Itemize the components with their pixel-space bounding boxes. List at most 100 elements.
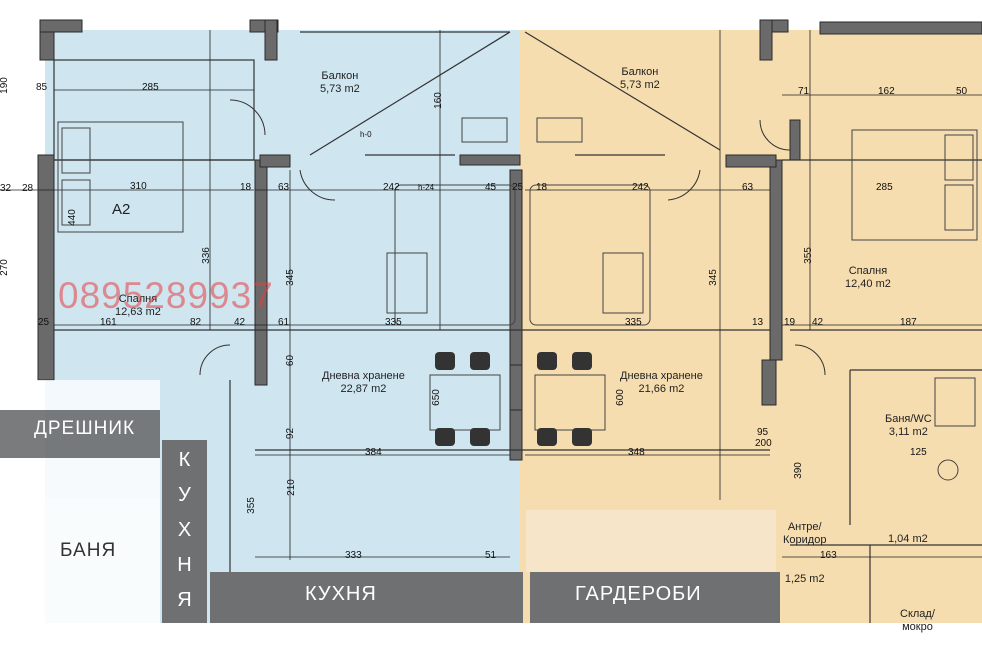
bath-right-label: Баня/WC 3,11 m2 bbox=[885, 413, 932, 439]
dim-60: 60 bbox=[285, 354, 297, 367]
dim-25: 25 bbox=[512, 182, 524, 193]
room-name: Дневна хранене bbox=[322, 370, 405, 382]
dim-85: 85 bbox=[36, 82, 48, 93]
dim-333: 333 bbox=[345, 550, 362, 561]
bedroom-left-label: Спалня 12,63 m2 bbox=[115, 293, 161, 319]
room-name: Баня/WC bbox=[885, 413, 932, 425]
room-area: 22,87 m2 bbox=[340, 383, 387, 395]
dim-355: 355 bbox=[245, 497, 257, 514]
unit-label: A2 bbox=[112, 201, 131, 218]
dim-71: 71 bbox=[798, 86, 810, 97]
partitions bbox=[53, 31, 982, 623]
phone-watermark: 0895289937 bbox=[58, 275, 274, 316]
dim-384: 384 bbox=[365, 447, 382, 458]
room-name: Спалня bbox=[848, 265, 888, 277]
hall-right-label: Антре/ Коридор 1,25 m2 bbox=[783, 495, 826, 599]
dim-650: 650 bbox=[430, 389, 442, 406]
dreshnik-block bbox=[0, 410, 160, 458]
kuhnya-block bbox=[210, 572, 523, 623]
bedroom-right-label: Спалня 12,40 m2 bbox=[845, 265, 891, 291]
dim-310: 310 bbox=[130, 181, 147, 192]
doors bbox=[199, 99, 826, 376]
letter: Х bbox=[177, 519, 192, 541]
dim-95: 95 bbox=[757, 427, 769, 438]
dim-335: 335 bbox=[385, 317, 402, 328]
room-name: Спалня bbox=[118, 293, 158, 305]
dim-42-right: 42 bbox=[812, 317, 824, 328]
dim-210: 210 bbox=[285, 479, 297, 496]
dim-161: 161 bbox=[100, 317, 117, 328]
dim-200: 200 bbox=[755, 438, 772, 449]
dim-63: 63 bbox=[278, 182, 290, 193]
kuhnya-label: КУХНЯ bbox=[305, 583, 377, 605]
dim-19: 19 bbox=[784, 317, 796, 328]
dim-162: 162 bbox=[878, 86, 895, 97]
dim-270: 270 bbox=[0, 259, 10, 276]
floor-plan bbox=[0, 19, 982, 623]
storage-label: Склад/ мокро bbox=[900, 582, 935, 647]
dim-50: 50 bbox=[956, 86, 968, 97]
balcony-right-label: Балкон 5,73 m2 bbox=[620, 66, 660, 92]
letter: Н bbox=[177, 554, 192, 576]
dim-163: 163 bbox=[820, 550, 837, 561]
room-area: 12,63 m2 bbox=[115, 306, 161, 318]
room-name: Балкон bbox=[621, 66, 659, 78]
dim-187: 187 bbox=[900, 317, 917, 328]
dim-160: 160 bbox=[432, 92, 444, 109]
bed-left bbox=[57, 121, 184, 233]
dim-51: 51 bbox=[485, 550, 497, 561]
dim-63-right: 63 bbox=[742, 182, 754, 193]
dim-285: 285 bbox=[142, 82, 159, 93]
dim-440: 440 bbox=[66, 209, 78, 226]
room-area: 12,40 m2 bbox=[845, 278, 891, 290]
dim-345-right: 345 bbox=[707, 269, 719, 286]
dim-285-right: 285 bbox=[876, 182, 893, 193]
dim-242: 242 bbox=[383, 182, 400, 193]
small-room-label: 1,04 m2 bbox=[888, 533, 928, 546]
dim-390: 390 bbox=[792, 462, 804, 479]
dim-355-right: 355 bbox=[802, 247, 814, 264]
furniture bbox=[57, 117, 978, 481]
banya-label: БАНЯ bbox=[60, 540, 117, 561]
dim-242-right: 242 bbox=[632, 182, 649, 193]
dim-335-right: 335 bbox=[625, 317, 642, 328]
room-name: Дневна хранене bbox=[620, 370, 703, 382]
kuhnya-vertical-label: К У Х Н Я bbox=[162, 443, 207, 618]
sofa-left bbox=[394, 184, 516, 326]
garderobi-block bbox=[530, 572, 780, 623]
dim-190: 190 bbox=[0, 77, 10, 94]
dim-336: 336 bbox=[200, 247, 212, 264]
chairs bbox=[435, 352, 592, 446]
living-left-label: Дневна хранене 22,87 m2 bbox=[322, 370, 405, 396]
overlay-blocks bbox=[0, 380, 780, 623]
dim-45: 45 bbox=[485, 182, 497, 193]
room-area: 1,04 m2 bbox=[888, 533, 928, 545]
balcony-table-left bbox=[461, 117, 508, 143]
room-area: 3,11 m2 bbox=[888, 426, 928, 438]
toilet bbox=[937, 459, 959, 481]
dim-61: 61 bbox=[278, 317, 290, 328]
dim-25: 25 bbox=[38, 317, 50, 328]
dim-125: 125 bbox=[910, 447, 927, 458]
table-left bbox=[429, 374, 501, 431]
dim-92: 92 bbox=[285, 427, 297, 440]
room-name: Склад/ мокро bbox=[900, 608, 935, 633]
dim-18: 18 bbox=[240, 182, 252, 193]
room-area: 5,73 m2 bbox=[320, 83, 360, 95]
dim-348: 348 bbox=[628, 447, 645, 458]
living-right-label: Дневна хранене 21,66 m2 bbox=[620, 370, 703, 396]
dim-32: 32 bbox=[0, 183, 12, 194]
balcony-left-label: Балкон 5,73 m2 bbox=[320, 70, 360, 96]
table-right bbox=[534, 374, 606, 431]
dim-600: 600 bbox=[614, 389, 626, 406]
dim-18-right: 18 bbox=[536, 182, 548, 193]
room-area: 5,73 m2 bbox=[620, 79, 660, 91]
h24-label: h-24 bbox=[418, 183, 435, 192]
balcony-table-right bbox=[536, 117, 583, 143]
letter: К bbox=[178, 449, 191, 471]
sofa-right bbox=[529, 184, 651, 326]
bed-right bbox=[851, 129, 978, 241]
dim-28: 28 bbox=[22, 183, 34, 194]
dim-42: 42 bbox=[234, 317, 246, 328]
banya-block bbox=[0, 498, 160, 623]
